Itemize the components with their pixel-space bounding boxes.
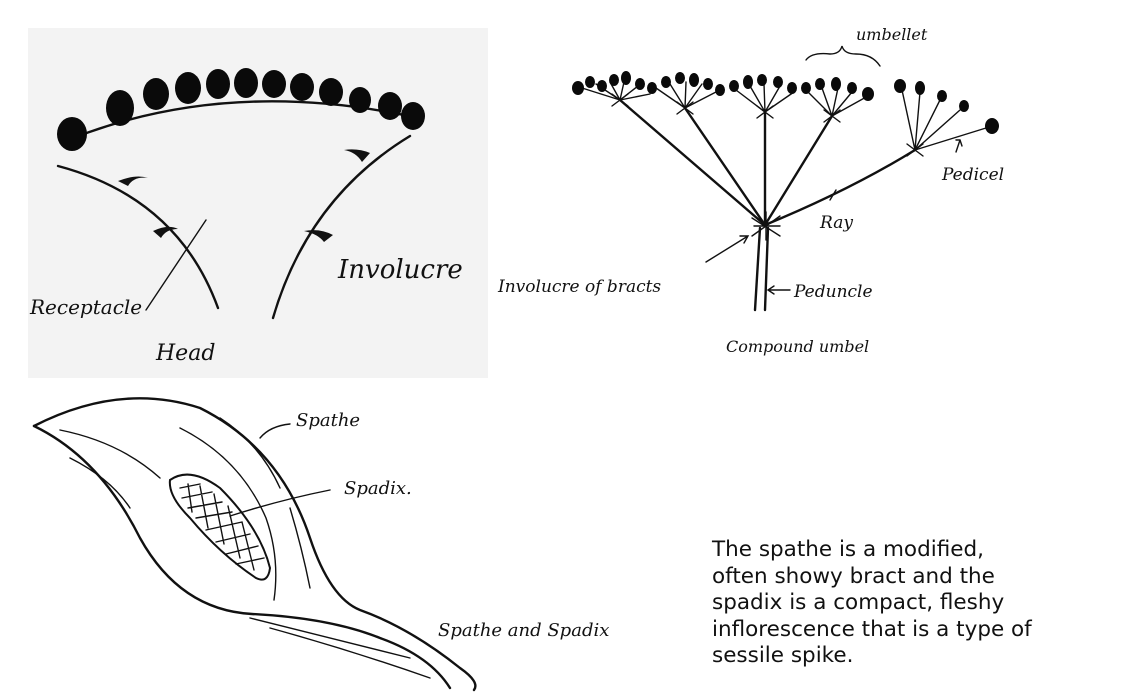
spathe-caption: The spathe is a modified, often showy br… <box>712 537 1032 669</box>
spathe-label: Spathe <box>296 410 360 431</box>
floret <box>206 69 230 99</box>
rays <box>618 98 917 227</box>
floret <box>401 102 425 130</box>
ray-label: Ray <box>819 213 853 233</box>
involucre-pointer <box>705 235 750 263</box>
spathe-spadix-diagram: Spathe Spadix. Spathe and Spadix <box>30 388 670 693</box>
floret <box>319 78 343 106</box>
compound-umbel-label: Compound umbel <box>726 337 869 356</box>
floret <box>143 78 169 110</box>
floret <box>262 70 286 98</box>
spathe-drawing: Spathe Spadix. Spathe and Spadix <box>32 397 609 692</box>
floret <box>290 73 314 101</box>
umbellet-label: umbellet <box>856 25 928 44</box>
spathe-lower-edge <box>32 424 452 690</box>
umbellets <box>572 71 999 157</box>
spadix-florets <box>179 483 265 571</box>
spathe-veins <box>59 417 311 589</box>
peduncle-pointer <box>766 285 791 295</box>
receptacle-pointer <box>145 219 207 311</box>
spathe-fold <box>179 427 277 601</box>
bract <box>153 226 178 238</box>
umbel-drawing: umbellet Pedicel Ray Involucre of bracts… <box>497 25 1004 356</box>
floret <box>378 92 402 120</box>
spadix-pointer <box>229 489 331 517</box>
spathe-base-lines <box>249 617 431 679</box>
right-stalk <box>271 134 412 320</box>
floret <box>57 117 87 151</box>
spathe-and-spadix-label: Spathe and Spadix <box>438 620 609 641</box>
peduncle <box>753 226 770 312</box>
left-stalk <box>56 164 220 310</box>
florets <box>57 68 425 151</box>
head-drawing: Receptacle Involucre Head <box>29 68 463 366</box>
spathe-outline <box>32 397 477 692</box>
floret <box>175 72 201 104</box>
floret <box>349 87 371 113</box>
floret <box>234 68 258 98</box>
spathe-pointer <box>259 423 291 439</box>
pedicel-label: Pedicel <box>941 165 1004 185</box>
peduncle-label: Peduncle <box>793 282 873 302</box>
compound-umbel-diagram: umbellet Pedicel Ray Involucre of bracts… <box>490 0 1015 372</box>
involucre-bracts <box>751 211 781 241</box>
bract <box>304 230 333 242</box>
receptacle-label: Receptacle <box>29 295 142 319</box>
head-diagram: Receptacle Involucre Head <box>28 28 488 378</box>
involucre-label: Involucre <box>337 255 463 285</box>
umbellet-brace <box>805 45 881 67</box>
head-label: Head <box>155 341 215 366</box>
pedicel-pointer <box>955 139 963 153</box>
bract <box>118 176 148 186</box>
involucre-of-bracts-label: Involucre of bracts <box>497 277 661 297</box>
spadix-label: Spadix. <box>344 478 412 499</box>
ray-pointer <box>829 189 837 201</box>
bract <box>344 149 370 162</box>
floret <box>106 90 134 126</box>
